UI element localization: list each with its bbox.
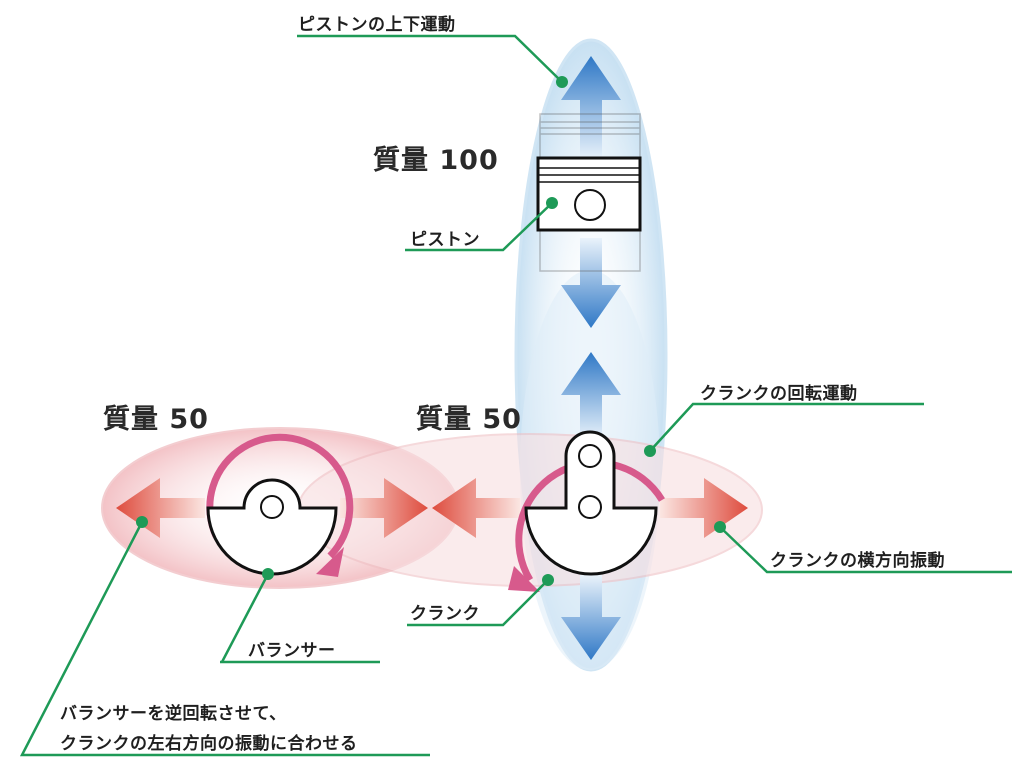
label-balancer: バランサー <box>248 641 336 661</box>
arrow-up-lower-icon <box>561 352 621 440</box>
crank-rotation-arrow <box>515 459 665 582</box>
note-line-2: クランクの左右方向の振動に合わせる <box>60 734 358 754</box>
crank-weight <box>524 430 658 576</box>
label-piston-motion: ピストンの上下運動 <box>298 15 456 35</box>
note-line-1: バランサーを逆回転させて、 <box>60 704 287 724</box>
balancer-weight <box>206 478 338 576</box>
arrow-right-far-icon <box>660 478 748 538</box>
mass-label-balancer: 質量 50 <box>103 404 209 435</box>
leader-crank-rotation <box>649 402 924 452</box>
leader-note <box>19 521 430 757</box>
arrow-left-mid-icon <box>432 478 520 538</box>
arrow-down-upper-icon <box>561 238 621 328</box>
mass-label-crank: 質量 50 <box>416 404 522 435</box>
label-crank: クランク <box>410 604 480 624</box>
leader-piston-motion <box>297 34 563 83</box>
label-piston: ピストン <box>410 230 480 250</box>
leader-lines <box>19 34 1012 757</box>
leader-piston <box>405 202 553 252</box>
arrow-up-top-icon <box>561 56 621 160</box>
balancer-rotation-arrow <box>206 433 354 559</box>
balancer-rotation-arrowhead-icon <box>316 547 344 577</box>
mass-label-piston: 質量 100 <box>373 145 499 176</box>
leader-balancer-vertical <box>220 573 270 663</box>
leader-crank <box>407 579 549 627</box>
arrow-right-mid-icon <box>340 478 428 538</box>
piston <box>536 156 642 232</box>
leader-dots <box>136 76 726 586</box>
crank-rotation-arrowhead-icon <box>508 566 540 592</box>
arrow-down-bottom-icon <box>561 575 621 660</box>
leader-crank-lateral <box>719 526 1012 574</box>
label-crank-lateral-vibration: クランクの横方向振動 <box>770 551 945 571</box>
piston-ghost-top <box>539 113 641 170</box>
label-crank-rotation: クランクの回転運動 <box>700 384 858 404</box>
